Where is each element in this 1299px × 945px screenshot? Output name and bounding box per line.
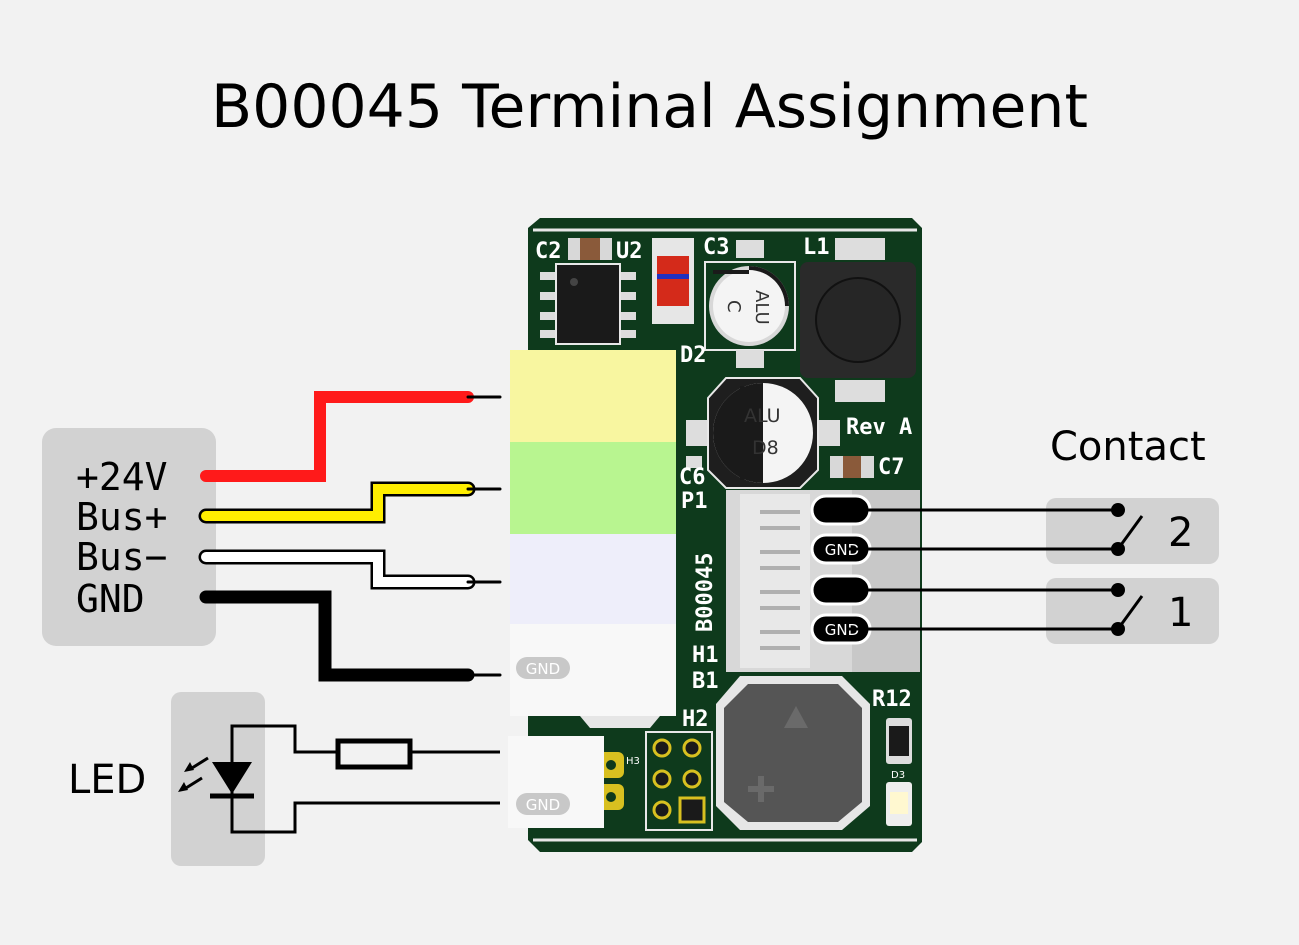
- resistor: [335, 738, 413, 770]
- terminal-bus-plus: [510, 442, 676, 534]
- svg-text:GND: GND: [526, 796, 560, 814]
- silk-c7: C7: [878, 455, 905, 480]
- silk-b1: B1: [692, 669, 719, 694]
- c3-alu-text: ALU: [751, 290, 772, 325]
- contact-title: Contact: [1050, 424, 1206, 470]
- contact-gnd-tag-1: GND: [825, 621, 859, 639]
- page-title: B00045 Terminal Assignment: [210, 72, 1088, 142]
- silk-l1: L1: [803, 235, 830, 260]
- contact-label-2: 2: [1168, 510, 1193, 556]
- terminal-gnd-tag: GND: [516, 657, 570, 679]
- terminal-24v: [510, 350, 676, 442]
- buzzer-b1: [716, 676, 870, 830]
- wires-power: [198, 391, 502, 682]
- silk-h2: H2: [682, 707, 709, 732]
- silk-c2: C2: [535, 239, 562, 264]
- silk-u2: U2: [616, 239, 643, 264]
- label-24v: +24V: [76, 455, 168, 499]
- silk-d2: D2: [680, 343, 707, 368]
- header-h2: [645, 731, 713, 831]
- c3-polarity-text: C: [723, 300, 744, 313]
- silk-board-name: B00045: [693, 553, 718, 632]
- svg-text:GND: GND: [526, 660, 560, 678]
- silk-h1: H1: [692, 643, 719, 668]
- d8-ref-text: D8: [752, 437, 779, 459]
- capacitor-d8: [686, 377, 840, 489]
- silk-rev: Rev A: [846, 415, 912, 440]
- capacitor-c3: [704, 240, 796, 368]
- label-bus-plus: Bus+: [76, 495, 168, 539]
- d8-alu-text: ALU: [744, 405, 781, 427]
- led-box: [171, 692, 265, 866]
- silk-h3: H3: [626, 756, 640, 767]
- silk-c6: C6: [679, 465, 706, 490]
- contact-pins: GND GND: [810, 494, 872, 645]
- silk-p1: P1: [681, 489, 708, 514]
- label-bus-minus: Bus−: [76, 535, 168, 579]
- led-symbol: [178, 724, 500, 834]
- inductor-l1: [800, 238, 916, 402]
- silk-d3: D3: [891, 770, 905, 781]
- terminal-bus-minus: [510, 534, 676, 624]
- contact-gnd-tag-2: GND: [825, 541, 859, 559]
- silk-r12: R12: [872, 687, 912, 712]
- label-gnd: GND: [76, 577, 145, 621]
- jumper-h3: [598, 752, 624, 810]
- power-label-box: [42, 428, 216, 646]
- led-label: LED: [68, 757, 146, 803]
- wire-24v: [200, 391, 474, 482]
- contact-label-1: 1: [1168, 590, 1193, 636]
- wire-gnd: [199, 590, 475, 682]
- ic-u2: [540, 263, 636, 345]
- silk-c3: C3: [703, 235, 730, 260]
- led-gnd-tag: GND: [516, 793, 570, 815]
